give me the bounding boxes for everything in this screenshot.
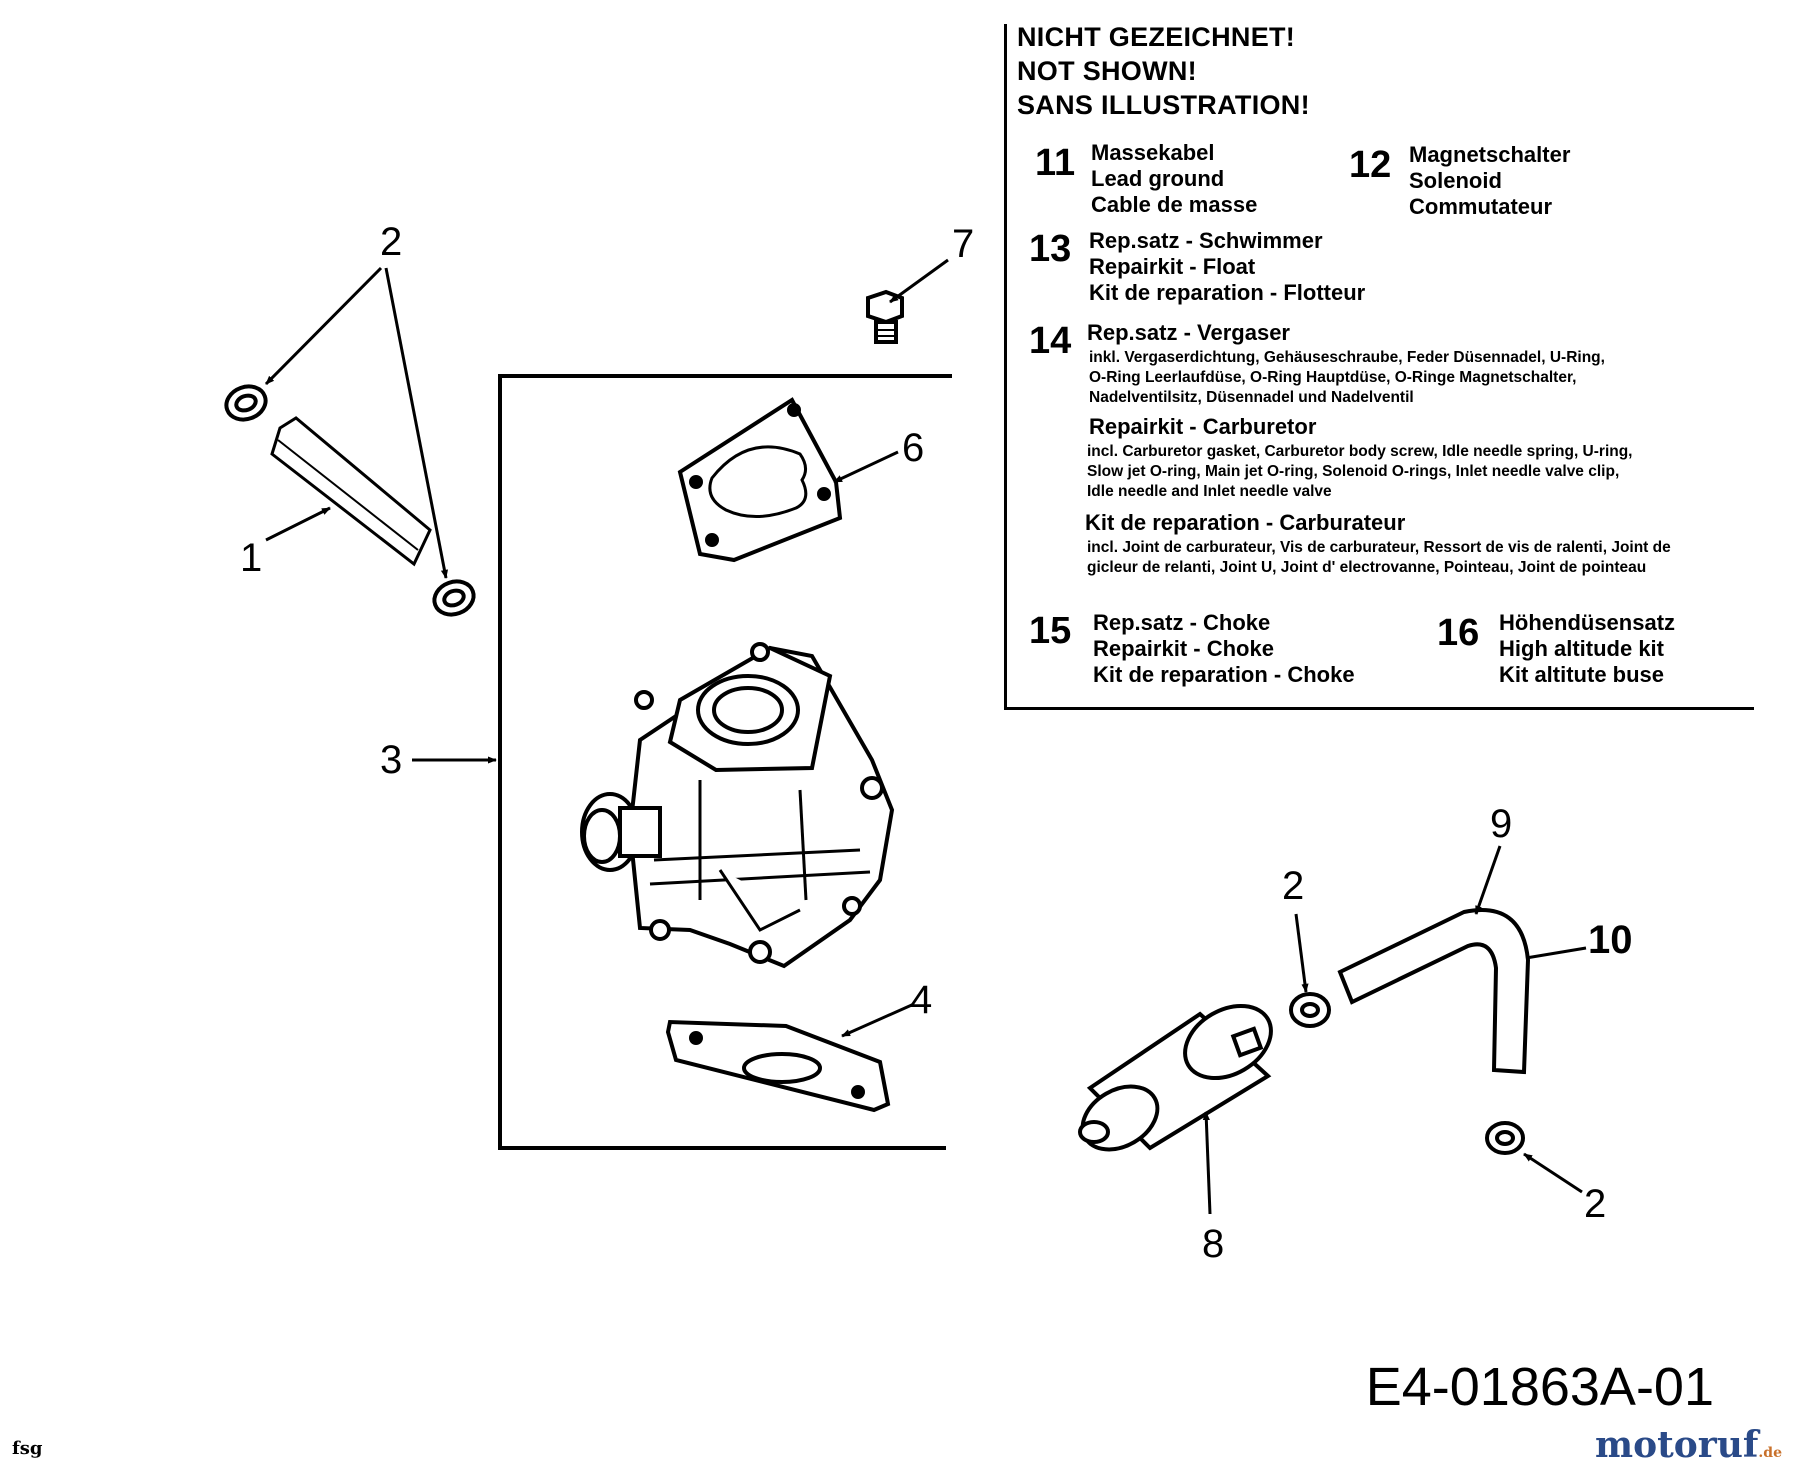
carburetor-kit-bracket: [498, 374, 952, 1150]
gasket-part-6: [677, 397, 843, 563]
item-14-title-en: Repairkit - Carburetor: [1089, 414, 1317, 439]
item-12-label: Magnetschalter Solenoid Commutateur: [1409, 142, 1570, 220]
item-14-title-de: Rep.satz - Vergaser: [1087, 320, 1290, 345]
callout-6: 6: [902, 426, 925, 470]
not-shown-legend: NICHT GEZEICHNET! NOT SHOWN! SANS ILLUST…: [1004, 24, 1754, 710]
screw-part-7: [866, 289, 904, 344]
item-14-detail-en-line: Idle needle and Inlet needle valve: [1087, 483, 1332, 500]
fuel-filter-part-8: [1078, 1003, 1273, 1152]
hose-clamp-lower-right: [1485, 1121, 1525, 1155]
item-11-line-fr: Cable de masse: [1091, 192, 1258, 217]
item-14-detail-de-line: O-Ring Leerlaufdüse, O-Ring Hauptdüse, O…: [1089, 369, 1577, 386]
item-15-number: 15: [1029, 610, 1072, 652]
item-14-detail-fr-line: gicleur de relanti, Joint U, Joint d' el…: [1087, 559, 1647, 576]
legend-header-fr: SANS ILLUSTRATION!: [1017, 90, 1310, 120]
item-13-line-de: Rep.satz - Schwimmer: [1089, 228, 1323, 253]
item-16-number: 16: [1437, 612, 1480, 654]
item-14-detail-de-line: Nadelventilsitz, Düsennadel und Nadelven…: [1089, 389, 1414, 406]
carburetor-part-3: [580, 642, 895, 969]
callout-9: 9: [1490, 802, 1513, 846]
item-12-line-en: Solenoid: [1409, 168, 1502, 193]
watermark-text: motoruf: [1595, 1424, 1759, 1466]
callout-10: 10: [1588, 918, 1633, 962]
leader-arrows: [264, 258, 1587, 1215]
item-13-number: 13: [1029, 228, 1072, 270]
item-14-details-fr: incl. Joint de carburateur, Vis de carbu…: [1087, 538, 1671, 578]
item-14-details-en: incl. Carburetor gasket, Carburetor body…: [1087, 442, 1633, 502]
item-16-line-de: Höhendüsensatz: [1499, 610, 1676, 635]
legend-header-de: NICHT GEZEICHNET!: [1017, 22, 1296, 52]
item-14-title-fr: Kit de reparation - Carburateur: [1085, 510, 1406, 535]
callout-1: 1: [240, 536, 263, 580]
item-11-line-de: Massekabel: [1091, 140, 1215, 165]
watermark-tld: .de: [1758, 1445, 1782, 1461]
callout-3: 3: [380, 738, 403, 782]
item-16-label: Höhendüsensatz High altitude kit Kit alt…: [1499, 610, 1675, 688]
callout-2-top: 2: [380, 220, 403, 264]
motoruf-watermark: motoruf.de: [1595, 1424, 1782, 1466]
callout-2-center: 2: [1282, 864, 1305, 908]
bent-hose-part-10: [1337, 908, 1531, 1075]
item-11-label: Massekabel Lead ground Cable de masse: [1091, 140, 1257, 218]
item-11-number: 11: [1035, 142, 1076, 184]
diagram-code: E4-01863A-01: [1365, 1357, 1714, 1417]
item-14-detail-en-line: incl. Carburetor gasket, Carburetor body…: [1087, 443, 1633, 460]
item-12-line-fr: Commutateur: [1409, 194, 1553, 219]
item-13-line-en: Repairkit - Float: [1089, 254, 1256, 279]
item-14-details-de: inkl. Vergaserdichtung, Gehäuseschraube,…: [1089, 348, 1605, 408]
item-15-label: Rep.satz - Choke Repairkit - Choke Kit d…: [1093, 610, 1355, 688]
item-15-line-fr: Kit de reparation - Choke: [1093, 662, 1355, 687]
hose-clamp-lower-left: [432, 579, 476, 617]
hose-clamp-top-left: [224, 384, 268, 422]
callout-2-lower-right: 2: [1584, 1182, 1607, 1226]
legend-header-en: NOT SHOWN!: [1017, 56, 1197, 86]
item-16-line-fr: Kit altitute buse: [1499, 662, 1665, 687]
item-13-line-fr: Kit de reparation - Flotteur: [1089, 280, 1366, 305]
item-14-number: 14: [1029, 320, 1072, 362]
item-11-line-en: Lead ground: [1091, 166, 1225, 191]
callout-4: 4: [910, 978, 933, 1022]
item-12-number: 12: [1349, 144, 1392, 186]
item-15-line-en: Repairkit - Choke: [1093, 636, 1274, 661]
callout-7: 7: [952, 222, 975, 266]
hose-clamp-center: [1289, 992, 1331, 1028]
item-12-line-de: Magnetschalter: [1409, 142, 1571, 167]
item-13-label: Rep.satz - Schwimmer Repairkit - Float K…: [1089, 228, 1365, 306]
item-15-line-de: Rep.satz - Choke: [1093, 610, 1271, 635]
callout-8: 8: [1202, 1222, 1225, 1266]
item-16-line-en: High altitude kit: [1499, 636, 1664, 661]
source-tag: fsg: [12, 1438, 43, 1459]
fuel-hose-part-1: [270, 416, 432, 567]
item-14-detail-de-line: inkl. Vergaserdichtung, Gehäuseschraube,…: [1089, 349, 1605, 366]
base-gasket-part-4: [665, 1019, 891, 1113]
item-14-detail-fr-line: incl. Joint de carburateur, Vis de carbu…: [1087, 539, 1671, 556]
item-14-detail-en-line: Slow jet O-ring, Main jet O-ring, Soleno…: [1087, 463, 1620, 480]
